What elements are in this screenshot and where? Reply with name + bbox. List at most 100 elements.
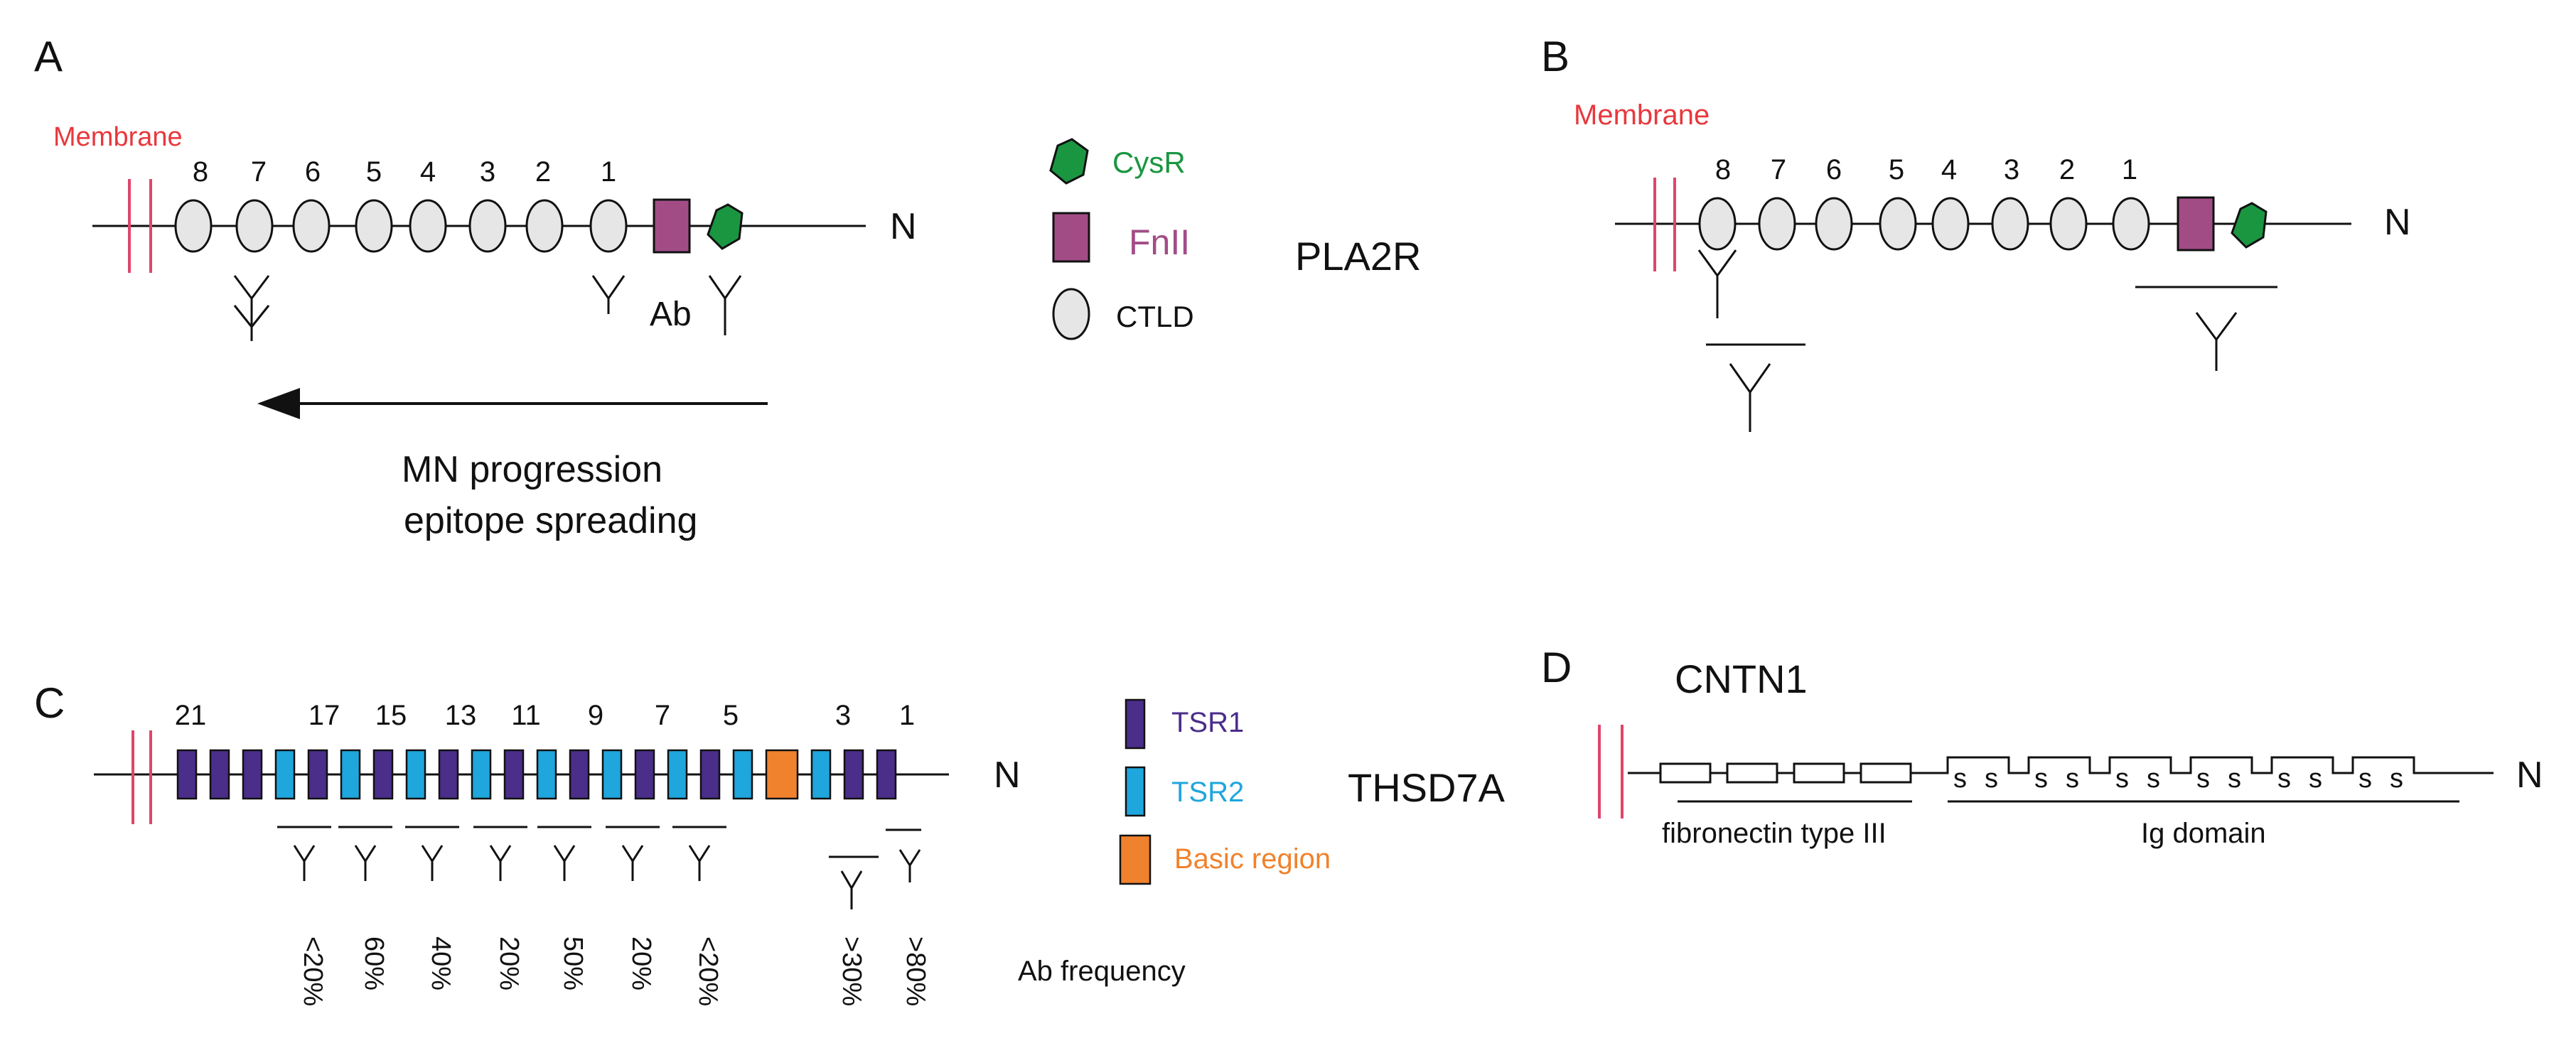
panel-c-tsr-domain xyxy=(405,749,426,800)
panel-b-membrane-label: Membrane xyxy=(1574,99,1710,131)
panel-a-num-7: 7 xyxy=(251,156,267,188)
panel-a-ctld-8 xyxy=(174,199,213,253)
panel-b-ctld-6 xyxy=(1815,197,1853,251)
panel-a-terminus: N xyxy=(890,206,917,247)
panel-b-antibody-ctld8 xyxy=(1697,249,1737,318)
panel-c-num-17: 17 xyxy=(308,700,340,731)
panel-c-antibody-icon xyxy=(489,845,512,881)
panel-c-freq-1: <20% xyxy=(298,936,328,1006)
panel-d-disulfide-s: s xyxy=(1985,764,1998,794)
panel-c-num-7: 7 xyxy=(655,700,670,731)
panel-b-num-1: 1 xyxy=(2122,154,2137,185)
panel-c: C 21 17 15 13 11 9 7 5 3 1 N <20% 60% 40… xyxy=(34,679,1186,1006)
panel-d-disulfide-s: s xyxy=(2115,764,2129,794)
panel-a-ctld-2 xyxy=(525,199,564,253)
panel-a-antibody-1 xyxy=(591,275,626,314)
panel-a-num-4: 4 xyxy=(420,156,436,188)
panel-b: B Membrane 8 7 6 5 4 3 2 1 N xyxy=(1541,33,2411,432)
panel-c-freq-7: <20% xyxy=(693,936,723,1006)
tsr1-box-icon xyxy=(1125,698,1146,750)
panel-a-ctld-5 xyxy=(355,199,393,253)
panel-a-fnii-domain xyxy=(653,198,691,254)
panel-d-letter: D xyxy=(1541,644,1572,691)
panel-c-antibody-icon xyxy=(354,845,377,881)
panel-c-tsr-domain xyxy=(699,749,721,800)
panel-d-disulfide-s: s xyxy=(2066,764,2079,794)
panel-a-arrowhead-icon xyxy=(257,388,300,419)
panel-c-tsr-domain xyxy=(876,749,897,800)
panel-d-disulfide-s: s xyxy=(2277,764,2291,794)
panel-c-num-5: 5 xyxy=(723,700,739,731)
panel-d-fibronectin-domain xyxy=(1859,762,1912,784)
legend-tsr1-label: TSR1 xyxy=(1171,707,1244,738)
panel-c-antibody-icon xyxy=(421,845,444,881)
panel-b-ctld-8 xyxy=(1698,197,1737,251)
panel-a-num-8: 8 xyxy=(193,156,208,188)
panel-a-membrane-label: Membrane xyxy=(53,122,183,152)
legend-tsr2-label: TSR2 xyxy=(1171,777,1244,808)
panel-d-fibronectin-row xyxy=(1659,762,1928,784)
panel-c-num-3: 3 xyxy=(835,700,851,731)
panel-d-disulfide-s: s xyxy=(2228,764,2241,794)
legend-fnii-label: FnII xyxy=(1129,222,1190,262)
panel-d-fibronectin-domain xyxy=(1726,762,1778,784)
panel-a-protein-name: PLA2R xyxy=(1295,234,1421,279)
panel-c-freq-5: 50% xyxy=(558,936,588,990)
panel-c-tsr-domain xyxy=(438,749,459,800)
panel-a: A Membrane 8 7 6 5 4 3 2 1 xyxy=(34,33,917,541)
panel-c-antibody-icon xyxy=(293,845,316,881)
panel-a-num-6: 6 xyxy=(305,156,321,188)
panel-c-tsr-domain xyxy=(274,749,296,800)
panel-a-ab-label: Ab xyxy=(650,296,692,333)
cysr-pentagon-icon xyxy=(1049,138,1089,185)
panel-b-ctld-1 xyxy=(2112,197,2150,251)
panel-c-num-15: 15 xyxy=(375,700,407,731)
legend-cysr-label: CysR xyxy=(1112,146,1186,179)
panel-c-num-9: 9 xyxy=(588,700,603,731)
panel-a-antibody-cysr xyxy=(708,275,742,335)
panel-d-disulfide-s: s xyxy=(2034,764,2048,794)
panel-c-antibody-icon xyxy=(553,845,576,881)
panel-b-ctld-5 xyxy=(1879,197,1917,251)
panel-b-num-6: 6 xyxy=(1826,154,1842,185)
panel-b-antibody-fnii-cysr xyxy=(2195,312,2238,371)
fnii-square-icon xyxy=(1052,212,1090,263)
panel-c-epitope-row xyxy=(277,826,921,909)
panel-d-terminus: N xyxy=(2516,755,2543,796)
panel-b-ctld-4 xyxy=(1931,197,1970,251)
panel-c-freq-4: 20% xyxy=(494,936,524,990)
panel-d-disulfide-s: s xyxy=(2390,764,2403,794)
panel-c-tsr-domain xyxy=(372,749,394,800)
panel-c-freq-3: 40% xyxy=(426,936,456,990)
ctld-ellipse-icon xyxy=(1052,288,1090,340)
panel-c-num-1: 1 xyxy=(899,700,915,731)
panel-c-tsr-domain xyxy=(176,749,198,800)
panel-b-num-7: 7 xyxy=(1771,154,1786,185)
panel-c-freq-title: Ab frequency xyxy=(1018,956,1186,987)
panel-b-fnii-domain xyxy=(2177,196,2215,252)
panel-b-ctld-2 xyxy=(2049,197,2088,251)
panel-a-letter: A xyxy=(34,33,63,80)
panel-c-basic-region xyxy=(765,749,799,800)
panel-c-protein-name: THSD7A xyxy=(1348,765,1506,810)
panel-a-ctld-6 xyxy=(292,199,331,253)
panel-a-cysr-domain xyxy=(707,203,744,250)
panel-a-arrow-text-1: MN progression xyxy=(402,449,662,490)
panel-c-tsr-row xyxy=(176,749,897,800)
panel-b-antibody-ctld8-lower xyxy=(1729,363,1771,432)
panel-a-num-5: 5 xyxy=(366,156,382,188)
legend-pla2r: CysR FnII CTLD PLA2R xyxy=(1049,138,1421,340)
panel-d-protein-name: CNTN1 xyxy=(1675,656,1808,701)
panel-c-tsr-domain xyxy=(340,749,361,800)
panel-c-antibody-icon xyxy=(840,870,863,909)
panel-c-tsr-domain xyxy=(242,749,263,800)
panel-c-antibody-icon xyxy=(621,845,644,881)
panel-b-num-3: 3 xyxy=(2004,154,2019,185)
panel-d-ig-label: Ig domain xyxy=(2141,818,2266,849)
panel-d-fibronectin-domain xyxy=(1659,762,1712,784)
panel-a-num-1: 1 xyxy=(601,156,616,188)
panel-a-ctld-1 xyxy=(589,199,628,253)
